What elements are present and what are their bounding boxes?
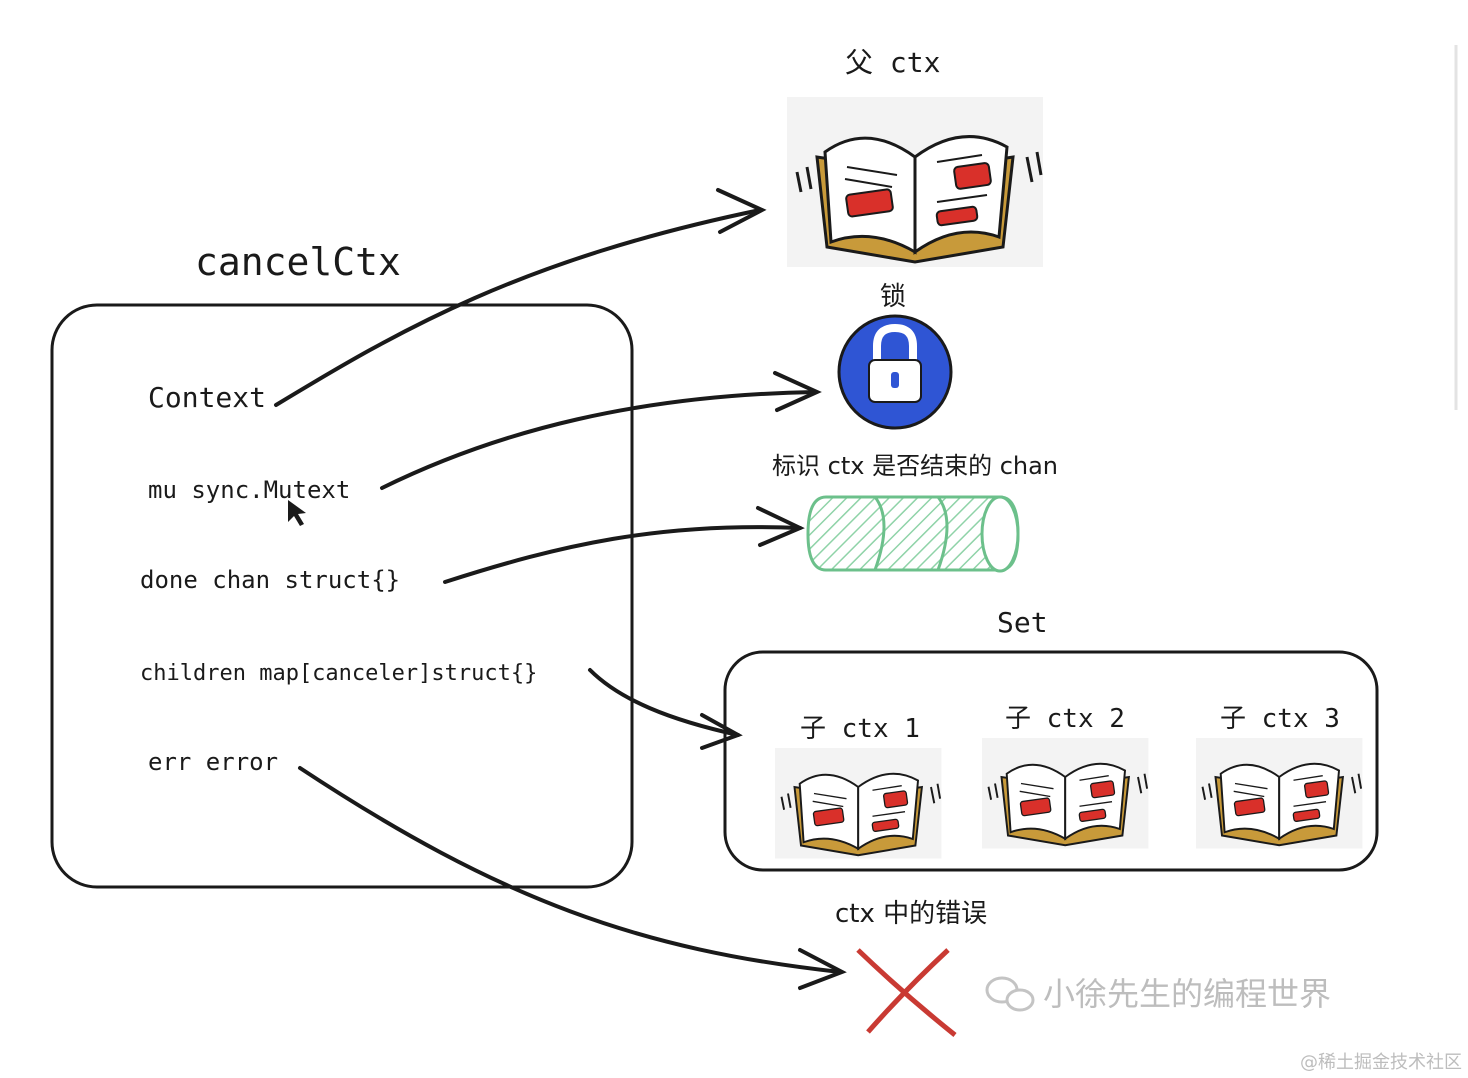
struct-title: cancelCtx [195,240,401,284]
arrow-head-lock [773,371,822,412]
wechat-watermark: 小徐先生的编程世界 [1043,975,1331,1013]
lock-label: 锁 [880,282,906,312]
arrow-head-error [798,948,847,990]
arrow-head-set [700,713,743,750]
arrow-head-chan [756,506,805,547]
field-mu: mu sync.Mutext [148,476,350,504]
child-book-3-icon [1195,737,1364,850]
arrow-done-to-chan [443,525,802,584]
arrow-mu-to-lock [380,390,817,490]
set-label: Set [997,606,1048,639]
field-err: err error [148,748,278,776]
arrows [274,188,847,990]
arrow-head-parent [716,188,767,234]
arrow-err-to-error [298,766,842,974]
arrow-context-to-parent [274,208,762,407]
parent-ctx-label: 父 ctx [845,46,940,79]
error-label: ctx 中的错误 [835,899,987,929]
field-done: done chan struct{} [140,566,400,594]
child-ctx-3-label: 子 ctx 3 [1220,704,1340,734]
struct-box [50,303,634,889]
field-children: children map[canceler]struct{} [140,661,537,686]
site-watermark: @稀土掘金技术社区 [1300,1052,1462,1073]
mouse-cursor-icon [288,500,306,526]
error-cross-icon [856,948,957,1037]
wechat-logo-icon [985,976,1035,1012]
child-ctx-2-label: 子 ctx 2 [1005,704,1125,734]
lock-icon [837,314,953,430]
parent-book-icon [785,95,1045,269]
field-context: Context [148,381,266,414]
channel-pipe-icon [806,495,1020,573]
chan-label: 标识 ctx 是否结束的 chan [772,452,1058,480]
child-book-2-icon [981,737,1150,850]
set-box [723,650,1379,872]
child-ctx-1-label: 子 ctx 1 [800,714,920,744]
arrow-children-to-set [588,668,740,737]
child-book-1-icon [774,747,943,860]
